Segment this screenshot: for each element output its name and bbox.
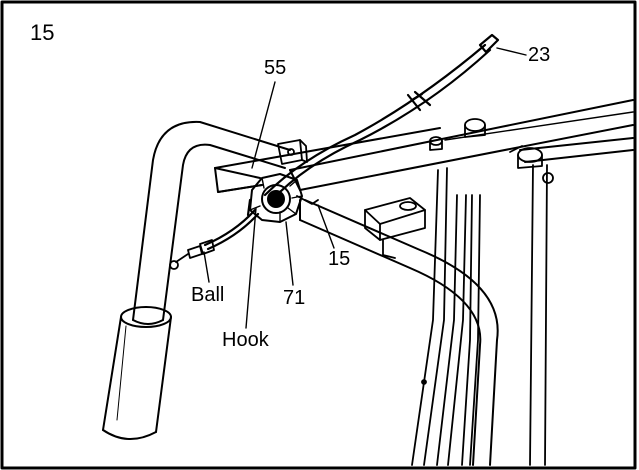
leader-lines bbox=[203, 47, 527, 329]
cable bbox=[203, 33, 500, 251]
callout-ball: Ball bbox=[191, 284, 225, 306]
left-arched-tube bbox=[132, 120, 291, 325]
step-number: 15 bbox=[30, 20, 55, 45]
pulley bbox=[249, 173, 319, 223]
side-block bbox=[364, 197, 426, 259]
foam-grip bbox=[102, 306, 172, 440]
callout-part-71: 71 bbox=[283, 287, 306, 309]
callout-part-23: 23 bbox=[528, 44, 551, 66]
top-brackets bbox=[429, 118, 554, 184]
lower-arched-tube bbox=[299, 199, 499, 466]
upper-bracket bbox=[277, 139, 308, 165]
callout-hook: Hook bbox=[222, 329, 269, 351]
vertical-frame-posts bbox=[411, 164, 548, 466]
square-crossbar bbox=[214, 127, 441, 193]
callout-part-55: 55 bbox=[264, 57, 287, 79]
ball-and-hook bbox=[169, 239, 215, 270]
callout-part-15: 15 bbox=[328, 248, 351, 270]
